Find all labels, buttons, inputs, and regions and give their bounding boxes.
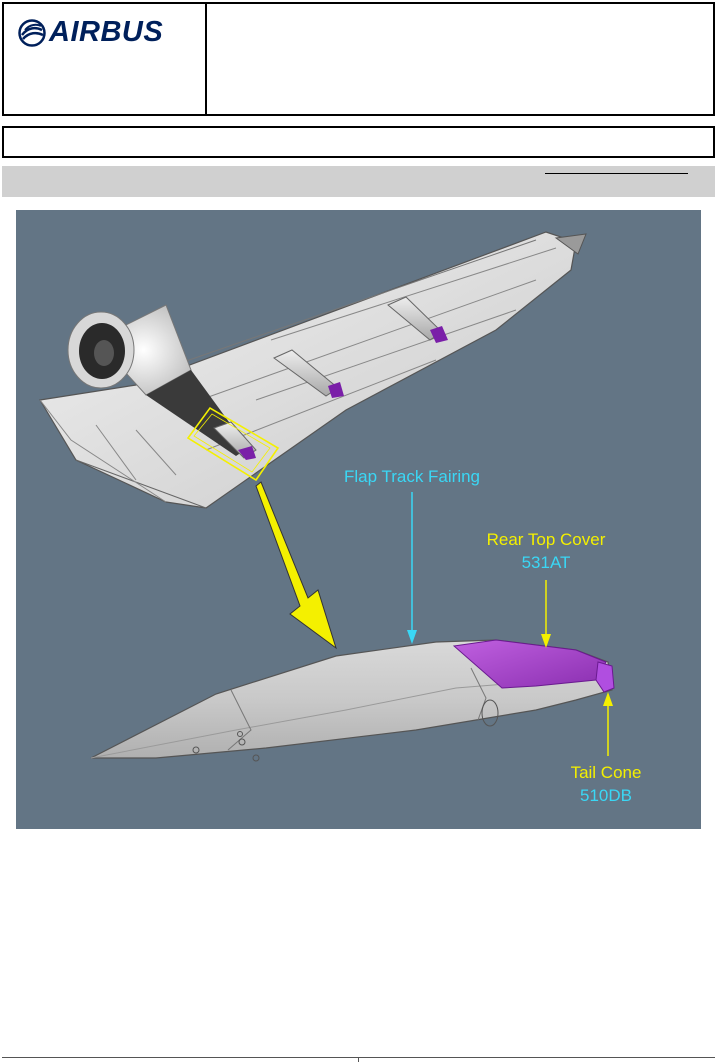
airbus-logo: AIRBUS: [18, 16, 163, 49]
fairing-detail: [90, 639, 615, 762]
brand-name: AIRBUS: [49, 16, 164, 48]
tail-cone-label: Tail Cone: [571, 763, 642, 782]
rear-top-cover-label: Rear Top Cover: [487, 530, 606, 549]
selection-inner-box: [193, 413, 271, 473]
reference-box: [2, 126, 715, 158]
flap-track-fairing-label: Flap Track Fairing: [344, 467, 480, 486]
footer-divider: [358, 1057, 359, 1062]
tail-cone-code: 510DB: [580, 786, 632, 805]
flap-track-fairing-pointer: [407, 492, 417, 644]
document-header: AIRBUS: [2, 2, 715, 116]
wing-fairing-3: [387, 296, 448, 343]
rear-top-cover-pointer: [541, 580, 551, 648]
section-band: [2, 166, 715, 197]
logo-cell: AIRBUS: [4, 4, 207, 114]
tail-cone-pointer: [603, 692, 613, 756]
rear-top-cover-code: 531AT: [522, 553, 571, 572]
selection-box: [186, 406, 280, 482]
airbus-globe-icon: [18, 18, 46, 47]
zoom-arrow: [255, 481, 337, 650]
band-underline: [545, 173, 688, 174]
wing-fairing-2: [273, 349, 344, 398]
wing-fairing-1: [213, 421, 257, 460]
header-title-cell: [207, 4, 713, 114]
flap-track-fairing-figure: Flap Track Fairing Rear Top Cover 531AT …: [16, 210, 701, 829]
figure-illustration: Flap Track Fairing Rear Top Cover 531AT …: [16, 210, 701, 829]
tail-cone-shape: [595, 661, 615, 693]
